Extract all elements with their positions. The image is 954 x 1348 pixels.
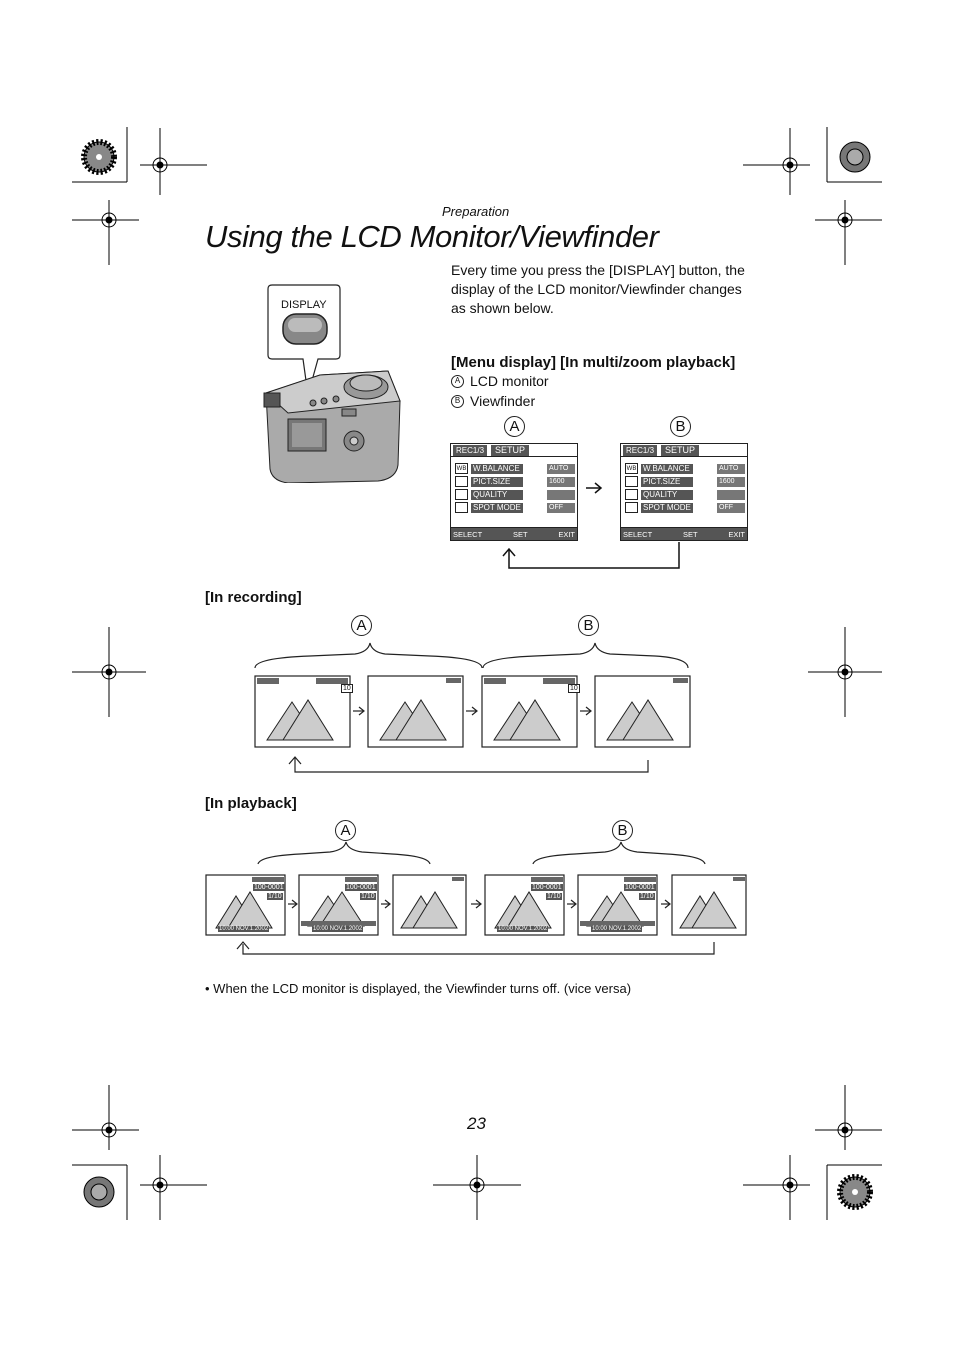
footer-select: SELECT — [623, 529, 653, 539]
marker-b: B — [612, 820, 633, 841]
menu-row-value: OFF — [547, 502, 575, 513]
playback-datetime: 10:00 NOV.1.2002 — [591, 926, 643, 932]
menu-row: QUALITY — [455, 489, 575, 500]
camera-illustration — [263, 284, 401, 483]
folder-file-number: 100-0001 — [531, 884, 563, 891]
spot-mode-icon — [625, 502, 638, 513]
footer-exit: EXIT — [728, 529, 745, 539]
menu-row-label: W.BALANCE — [641, 463, 693, 474]
shot-counter: 10 — [341, 684, 353, 693]
intro-text: Every time you press the [DISPLAY] butto… — [451, 262, 745, 316]
menu-footer: SELECT SET EXIT — [621, 527, 747, 540]
menu-row-label: PICT.SIZE — [471, 476, 523, 487]
menu-row: SPOT MODE OFF — [625, 502, 745, 513]
playback-datetime: 10:00 NOV.1.2002 — [312, 926, 364, 932]
playback-datetime: 10:00 NOV.1.2002 — [497, 926, 549, 932]
footer-select: SELECT — [453, 529, 483, 539]
menu-row-label: SPOT MODE — [471, 502, 523, 513]
menu-header: REC1/3 SETUP — [451, 444, 577, 457]
folder-file-number: 100-0001 — [345, 884, 377, 891]
frame-number: 1/10 — [360, 893, 376, 900]
white-balance-icon: WB — [625, 463, 638, 474]
marker-a: A — [351, 615, 372, 636]
menu-row-value: AUTO — [547, 463, 575, 474]
menu-row-label: SPOT MODE — [641, 502, 693, 513]
spot-mode-icon — [455, 502, 468, 513]
playback-heading: [In playback] — [205, 795, 297, 812]
menu-row-label: QUALITY — [641, 489, 693, 500]
legend-lcd-monitor: A LCD monitor — [451, 373, 549, 389]
menu-display-heading: [Menu display] [In multi/zoom playback] — [451, 354, 736, 371]
marker-a: A — [451, 374, 464, 388]
menu-footer: SELECT SET EXIT — [451, 527, 577, 540]
frame-number: 1/10 — [639, 893, 655, 900]
marker-a: A — [335, 820, 356, 841]
folder-file-number: 100-0001 — [253, 884, 285, 891]
quality-icon — [455, 489, 468, 500]
footer-exit: EXIT — [558, 529, 575, 539]
menu-row-label: PICT.SIZE — [641, 476, 693, 487]
display-button-label: DISPLAY — [281, 299, 327, 311]
marker-b: B — [670, 416, 691, 437]
rec-tab: REC1/3 — [453, 444, 488, 456]
frame-number: 1/10 — [546, 893, 562, 900]
menu-flow-arrows — [502, 482, 680, 569]
recording-flow — [254, 642, 691, 773]
page-title: Using the LCD Monitor/Viewfinder — [205, 219, 659, 254]
picture-size-icon — [625, 476, 638, 487]
white-balance-icon: WB — [455, 463, 468, 474]
footer-set: SET — [682, 529, 698, 539]
footer-set: SET — [512, 529, 528, 539]
frame-number: 1/10 — [267, 893, 283, 900]
note-text: • When the LCD monitor is displayed, the… — [205, 981, 632, 996]
page-number: 23 — [467, 1114, 486, 1133]
menu-row: SPOT MODE OFF — [455, 502, 575, 513]
quality-value-icon — [717, 489, 745, 500]
menu-row-label: W.BALANCE — [471, 463, 523, 474]
picture-size-icon — [455, 476, 468, 487]
menu-row: PICT.SIZE 1600 — [625, 476, 745, 487]
playback-flow — [205, 841, 747, 955]
menu-row-value: OFF — [717, 502, 745, 513]
legend-viewfinder: B Viewfinder — [451, 393, 535, 409]
folder-file-number: 100-0001 — [624, 884, 656, 891]
recording-heading: [In recording] — [205, 589, 302, 606]
legend-text: LCD monitor — [470, 373, 549, 389]
menu-row: PICT.SIZE 1600 — [455, 476, 575, 487]
legend-text: Viewfinder — [470, 393, 536, 409]
marker-b: B — [451, 394, 464, 408]
menu-row-value: 1600 — [717, 476, 745, 487]
section-category: Preparation — [442, 204, 510, 219]
menu-row-value: AUTO — [717, 463, 745, 474]
playback-datetime: 10:00 NOV.1.2002 — [218, 926, 270, 932]
quality-value-icon — [547, 489, 575, 500]
setup-tab: SETUP — [491, 444, 530, 456]
rec-tab: REC1/3 — [623, 444, 658, 456]
quality-icon — [625, 489, 638, 500]
note-body: When the LCD monitor is displayed, the V… — [213, 981, 632, 996]
shot-counter: 10 — [568, 684, 580, 693]
menu-row-value: 1600 — [547, 476, 575, 487]
marker-a: A — [504, 416, 525, 437]
marker-b: B — [578, 615, 599, 636]
menu-header: REC1/3 SETUP — [621, 444, 747, 457]
setup-tab: SETUP — [661, 444, 700, 456]
menu-row: QUALITY — [625, 489, 745, 500]
menu-row-label: QUALITY — [471, 489, 523, 500]
